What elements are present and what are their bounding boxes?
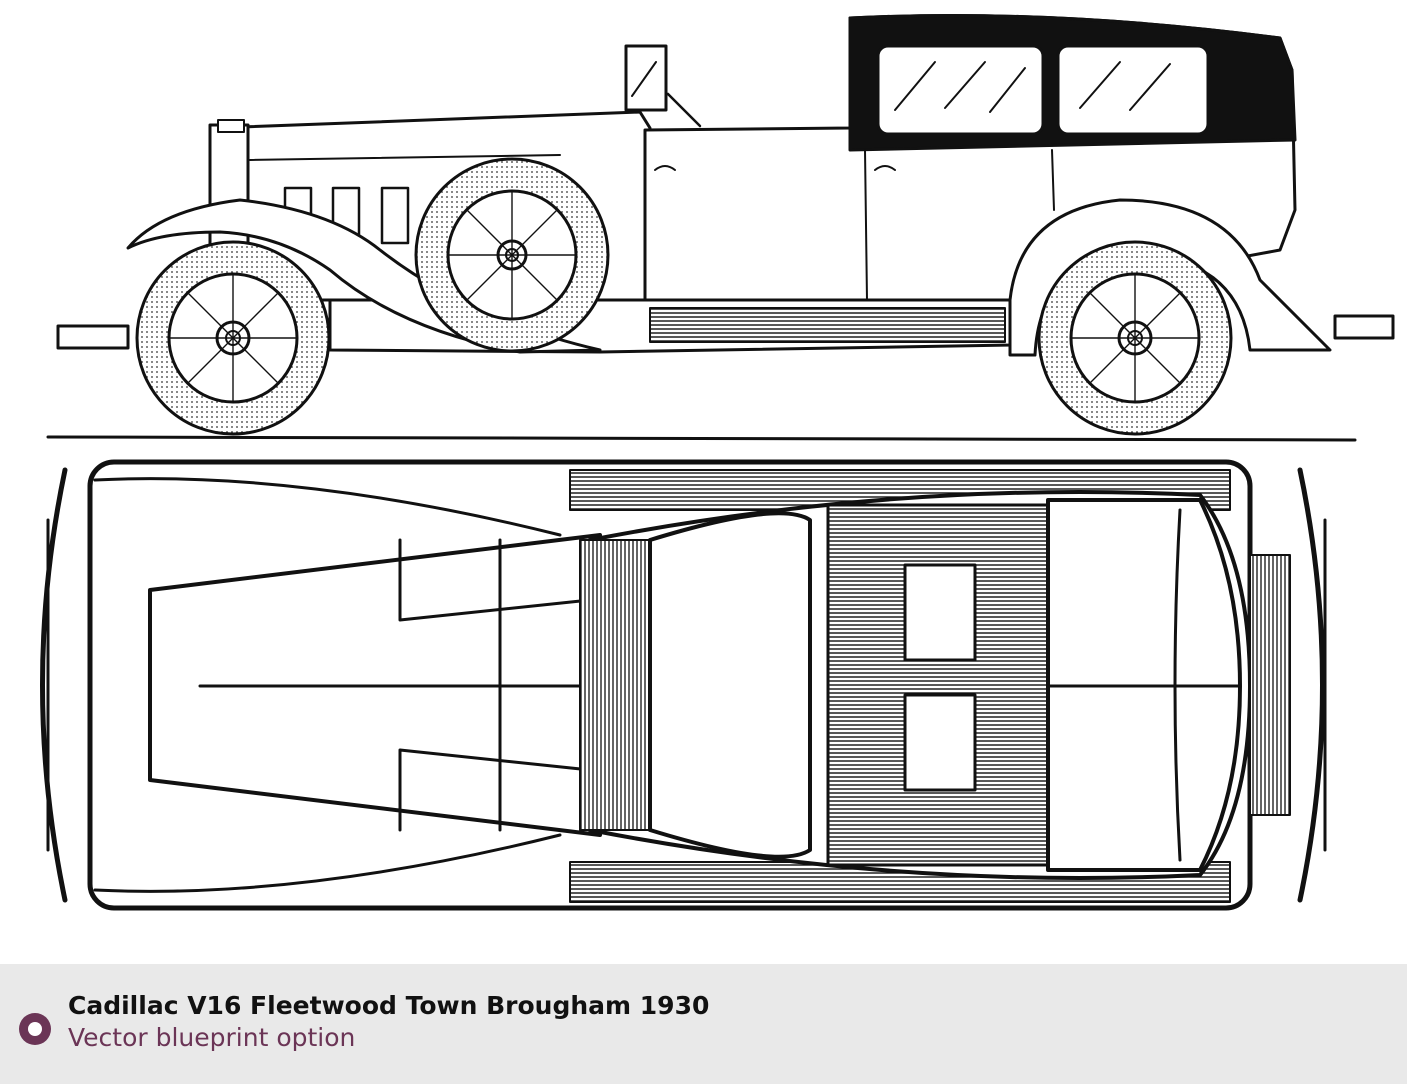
top-view xyxy=(40,459,1327,911)
radio-inner-dot xyxy=(28,1022,42,1036)
caption-bar: Cadillac V16 Fleetwood Town Brougham 193… xyxy=(0,964,1407,1084)
vector-option-link[interactable]: Vector blueprint option xyxy=(68,1023,356,1052)
side-view xyxy=(46,14,1395,442)
blueprint-title: Cadillac V16 Fleetwood Town Brougham 193… xyxy=(68,991,710,1020)
radio-ring-icon[interactable] xyxy=(19,1013,51,1045)
car-blueprint-drawing xyxy=(40,14,1395,911)
